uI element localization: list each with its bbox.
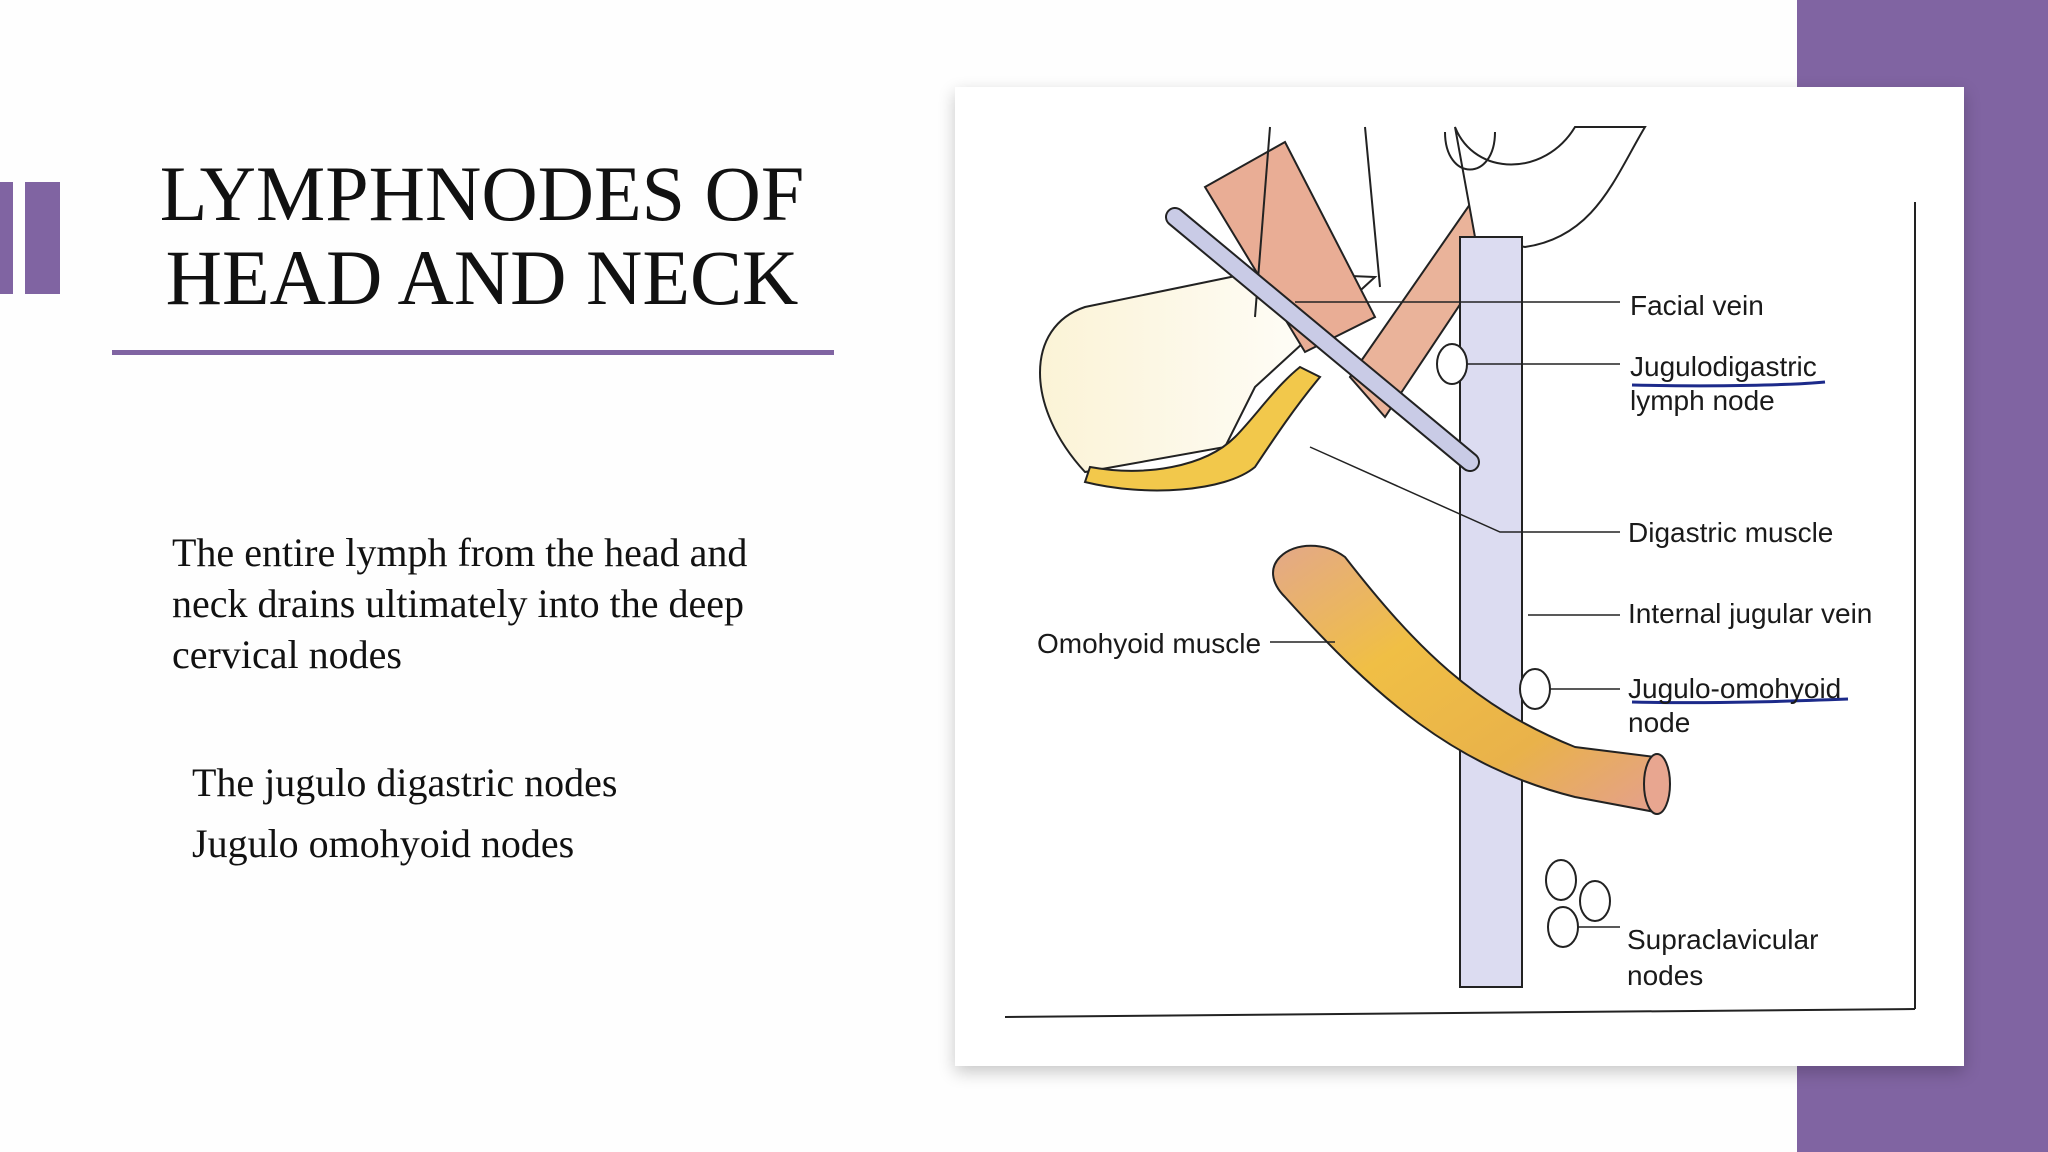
title-underline <box>112 350 834 355</box>
left-accent-tab-wide <box>25 182 60 294</box>
styloid-process-2 <box>1364 126 1381 288</box>
label-supraclavicular: Supraclavicular <box>1627 924 1818 955</box>
label-jugulo-omohyoid-line2: node <box>1628 707 1690 738</box>
left-accent-tab <box>0 182 13 294</box>
label-facial-vein: Facial vein <box>1630 290 1764 321</box>
jugulodigastric-node <box>1436 343 1468 385</box>
slide-title: LYMPHNODES OF HEAD AND NECK <box>112 152 852 320</box>
title-line-2: HEAD AND NECK <box>165 234 799 321</box>
handwritten-underline <box>1631 380 1826 388</box>
supraclavicular-node <box>1547 906 1579 948</box>
title-line-1: LYMPHNODES OF <box>159 150 805 237</box>
label-jugulo-omohyoid: Jugulo-omohyoid <box>1628 673 1841 704</box>
supraclavicular-node <box>1545 859 1577 901</box>
label-digastric-muscle: Digastric muscle <box>1628 517 1833 548</box>
body-paragraph: The entire lymph from the head and neck … <box>172 530 748 677</box>
internal-jugular-vein <box>1459 236 1523 988</box>
diagram-card: Facial vein Jugulodigastric lymph node D… <box>955 87 1964 1066</box>
node-list-item: The jugulo digastric nodes <box>192 760 618 805</box>
label-jugulodigastric-line2: lymph node <box>1630 385 1775 416</box>
leader-line <box>1309 446 1620 533</box>
figure-frame-bottom <box>1004 1008 1916 1018</box>
omohyoid-end <box>1643 753 1671 815</box>
node-list-item: Jugulo omohyoid nodes <box>192 821 575 866</box>
digastric-muscle <box>1083 365 1322 492</box>
facial-vein-fill <box>1167 209 1478 470</box>
label-supraclavicular-line2: nodes <box>1627 960 1703 991</box>
hyoid-notch <box>1444 131 1496 171</box>
neck-lymph-diagram: Facial vein Jugulodigastric lymph node D… <box>1004 126 1916 1018</box>
supraclavicular-node <box>1579 880 1611 922</box>
label-omohyoid-muscle: Omohyoid muscle <box>1037 628 1261 659</box>
label-jugulodigastric: Jugulodigastric <box>1630 351 1817 382</box>
label-internal-jugular-vein: Internal jugular vein <box>1628 598 1872 629</box>
jugulo-omohyoid-node <box>1519 668 1551 710</box>
node-list: The jugulo digastric nodes Jugulo omohyo… <box>192 752 617 874</box>
handwritten-underline <box>1631 697 1849 705</box>
hyoid-outline <box>1454 126 1647 249</box>
